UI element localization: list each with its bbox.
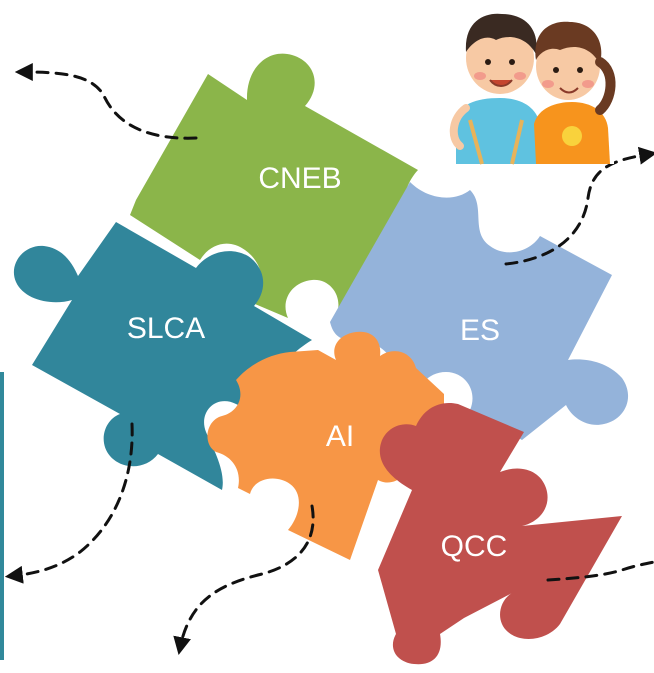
left-edge-bar <box>0 372 4 660</box>
piece-label-cneb: CNEB <box>258 162 341 195</box>
boy-figure-icon <box>449 13 542 165</box>
piece-shape-ai <box>207 331 444 560</box>
piece-label-slca: SLCA <box>127 312 205 345</box>
puzzle-piece-qcc: QCC <box>378 402 622 665</box>
dashed-arrow-top-right <box>504 146 654 266</box>
puzzle-piece-slca: SLCA <box>13 222 313 490</box>
puzzle-piece-ai: AI <box>207 331 444 560</box>
two-children-illustration-icon <box>444 2 616 165</box>
piece-label-qcc: QCC <box>441 530 508 563</box>
dashed-arrow-bottom-center <box>173 504 315 656</box>
girl-figure-icon <box>534 21 616 164</box>
piece-label-es: ES <box>460 314 500 347</box>
dashed-arrow-bottom-right <box>546 560 654 582</box>
piece-label-ai: AI <box>326 420 354 453</box>
dashed-arrow-bottom-left <box>4 422 134 584</box>
dashed-arrow-top-left <box>14 63 198 140</box>
piece-shape-qcc <box>378 402 622 665</box>
piece-shape-slca <box>13 222 313 490</box>
